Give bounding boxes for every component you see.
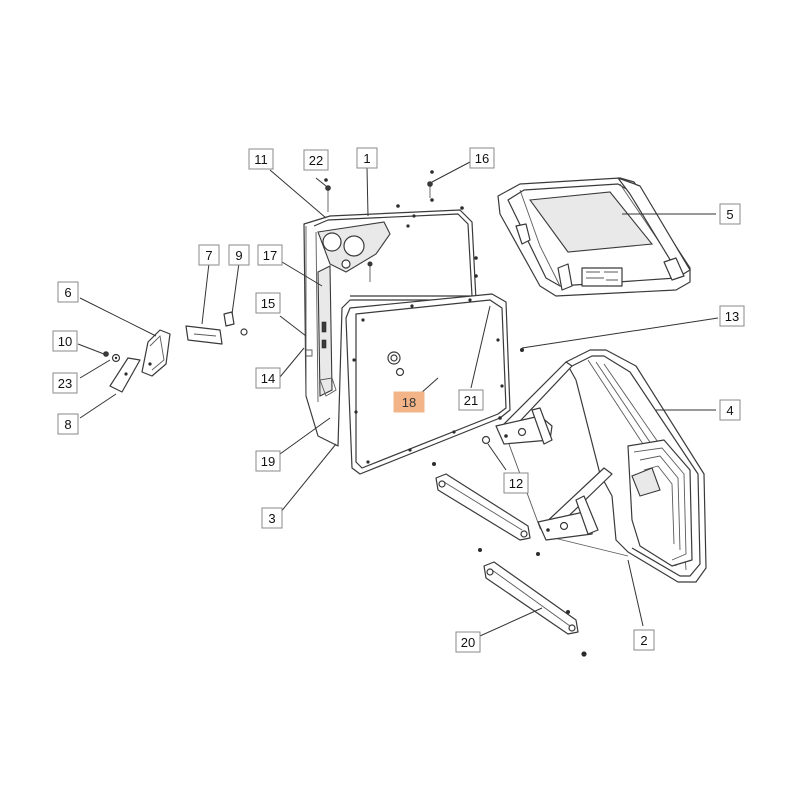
part-latch-plate xyxy=(185,325,223,345)
part-clip xyxy=(223,311,248,336)
callout-label: 7 xyxy=(205,248,212,263)
callout-4: 4 xyxy=(719,399,741,421)
callout-label: 6 xyxy=(64,285,71,300)
callout-label: 9 xyxy=(235,248,242,263)
part-fasteners-left xyxy=(103,351,121,363)
callout-21: 21 xyxy=(458,389,484,411)
callout-8: 8 xyxy=(57,413,79,435)
callout-23: 23 xyxy=(52,372,78,394)
callout-13: 13 xyxy=(719,305,745,327)
callout-12: 12 xyxy=(503,472,529,494)
callout-5: 5 xyxy=(719,203,741,225)
part-link-bar-upper xyxy=(432,462,540,556)
part-lid xyxy=(497,177,691,297)
callout-14: 14 xyxy=(255,367,281,389)
leader-lines xyxy=(77,161,719,637)
callout-label: 1 xyxy=(363,151,370,166)
callout-18: 18 xyxy=(393,391,425,413)
callout-19: 19 xyxy=(255,450,281,472)
callout-label: 15 xyxy=(261,296,275,311)
part-link-bar-lower xyxy=(478,548,587,657)
callout-9: 9 xyxy=(228,244,250,266)
callout-label: 3 xyxy=(268,511,275,526)
callout-label: 21 xyxy=(464,393,478,408)
callout-22: 22 xyxy=(303,149,329,171)
callout-label: 16 xyxy=(475,151,489,166)
callout-3: 3 xyxy=(261,507,283,529)
part-box-frame xyxy=(303,198,478,447)
callout-10: 10 xyxy=(52,330,78,352)
part-front-panel xyxy=(345,293,511,475)
callout-label: 20 xyxy=(461,635,475,650)
callout-label: 5 xyxy=(726,207,733,222)
callout-label: 8 xyxy=(64,417,71,432)
part-fasteners-right xyxy=(481,348,524,445)
callout-label: 14 xyxy=(261,371,275,386)
callout-label: 11 xyxy=(254,152,268,167)
callout-1: 1 xyxy=(356,147,378,169)
callout-label: 23 xyxy=(58,376,72,391)
callout-20: 20 xyxy=(455,631,481,653)
callout-label: 17 xyxy=(263,248,277,263)
callout-11: 11 xyxy=(248,148,274,170)
callout-label: 19 xyxy=(261,454,275,469)
part-grass-bag xyxy=(565,349,707,583)
callout-7: 7 xyxy=(198,244,220,266)
part-plate xyxy=(109,357,141,393)
callout-label: 10 xyxy=(58,334,72,349)
part-bolts xyxy=(324,170,434,282)
callout-label: 18 xyxy=(402,395,416,410)
callout-label: 22 xyxy=(309,153,323,168)
part-bracket-left xyxy=(141,329,171,377)
callout-label: 13 xyxy=(725,309,739,324)
callout-16: 16 xyxy=(469,147,495,169)
callout-label: 4 xyxy=(726,403,733,418)
callout-label: 12 xyxy=(509,476,523,491)
callout-label: 2 xyxy=(640,633,647,648)
callout-15: 15 xyxy=(255,292,281,314)
callout-17: 17 xyxy=(257,244,283,266)
callout-6: 6 xyxy=(57,281,79,303)
callout-2: 2 xyxy=(633,629,655,651)
